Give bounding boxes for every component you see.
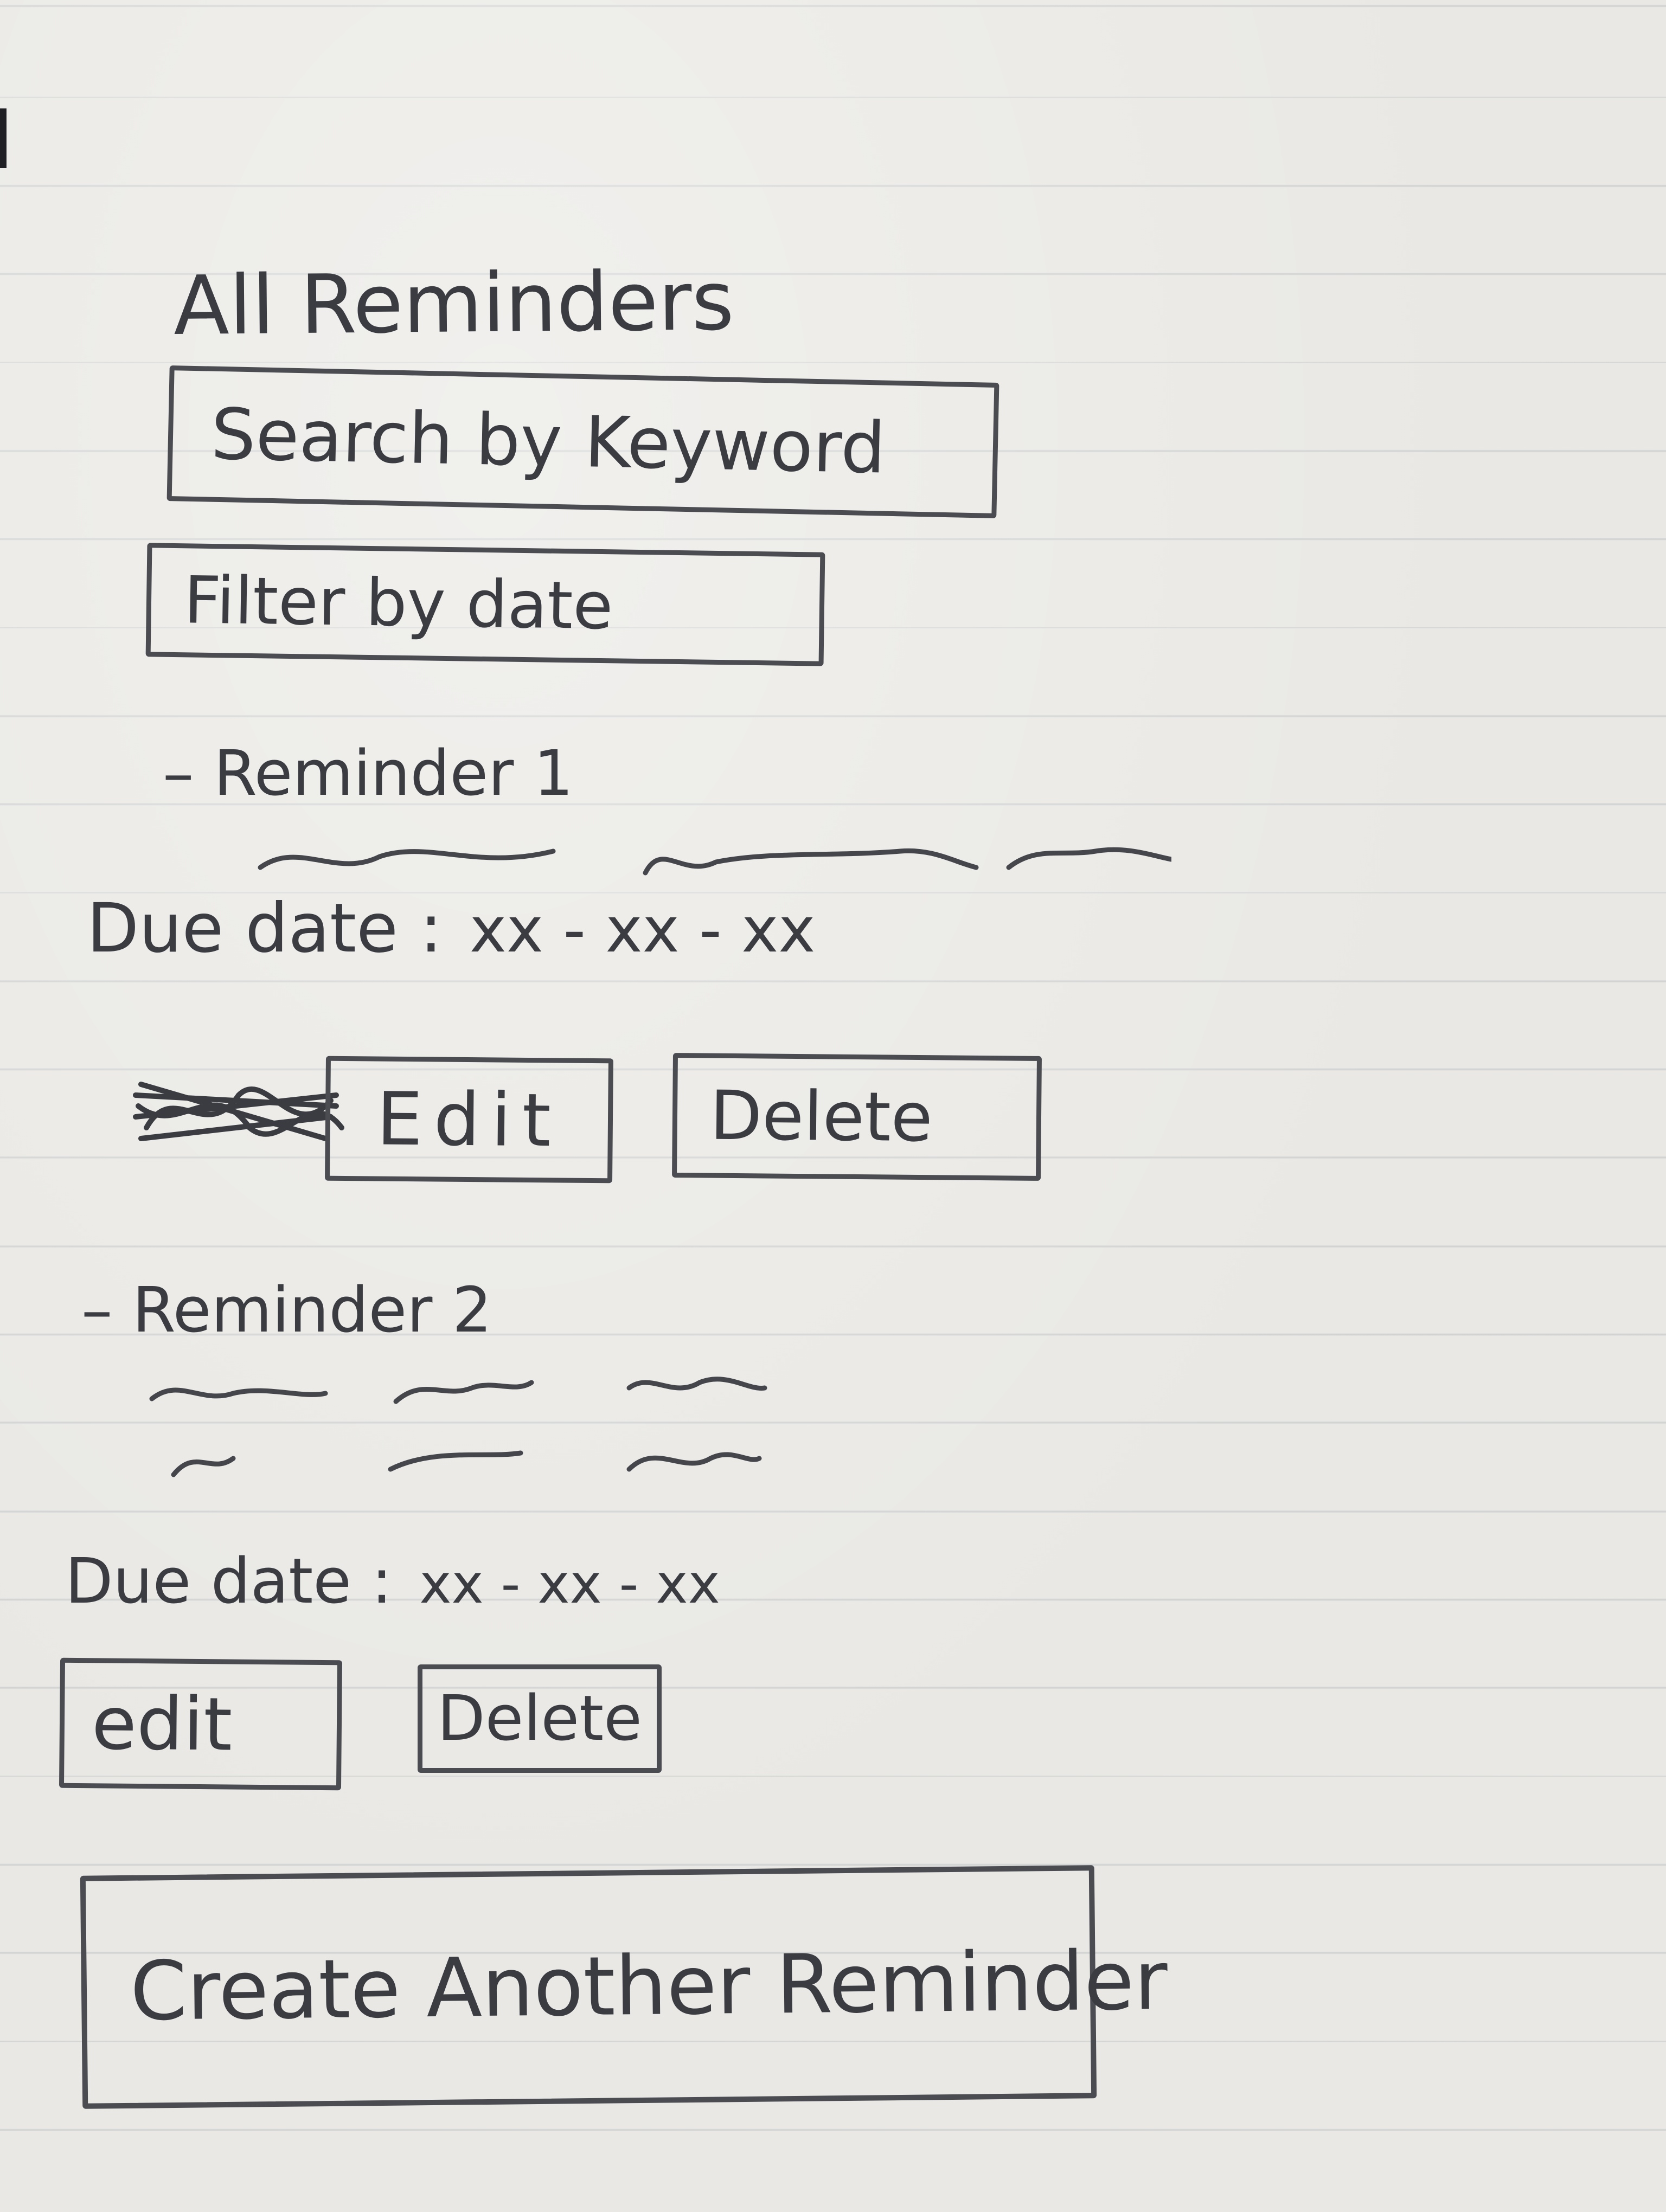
- reminder-2-delete-button[interactable]: Delete: [418, 1664, 662, 1773]
- reminder-1-edit-label: Edit: [376, 1076, 562, 1163]
- reminder-1-delete-button[interactable]: Delete: [672, 1053, 1042, 1181]
- reminder-1-title: – Reminder 1: [163, 737, 574, 810]
- reminder-1-edit-button[interactable]: Edit: [325, 1056, 613, 1184]
- create-another-reminder-label: Create Another Reminder: [130, 1933, 1168, 2039]
- reminder-1-crossed-out-scribble: [133, 1082, 344, 1141]
- reminder-1-due-date: Due date : xx - xx - xx: [87, 889, 815, 968]
- filter-by-date-label: Filter by date: [183, 562, 614, 644]
- reminder-1-due-label: Due date :: [87, 889, 443, 968]
- reminder-1-description-squiggle: [258, 847, 1171, 876]
- reminder-1-due-value: xx - xx - xx: [469, 894, 816, 967]
- page-title: All Reminders: [173, 254, 735, 353]
- reminder-2-title: – Reminder 2: [81, 1274, 492, 1347]
- reminder-2-description-squiggle: [149, 1377, 767, 1477]
- reminder-1-delete-label: Delete: [709, 1076, 933, 1157]
- reminder-2-due-value: xx - xx - xx: [419, 1552, 720, 1616]
- reminder-2-due-date: Due date : xx - xx - xx: [65, 1545, 720, 1618]
- page-edge-mark: [0, 108, 7, 168]
- reminder-2-edit-button[interactable]: edit: [59, 1657, 343, 1791]
- search-input-placeholder: Search by Keyword: [210, 393, 887, 490]
- search-input[interactable]: Search by Keyword: [166, 365, 999, 518]
- reminder-2-edit-label: edit: [91, 1680, 233, 1767]
- create-another-reminder-button[interactable]: Create Another Reminder: [80, 1865, 1168, 2109]
- reminder-2-due-label: Due date :: [65, 1545, 393, 1618]
- reminder-2-delete-label: Delete: [437, 1682, 642, 1755]
- filter-by-date-dropdown[interactable]: Filter by date: [145, 543, 825, 666]
